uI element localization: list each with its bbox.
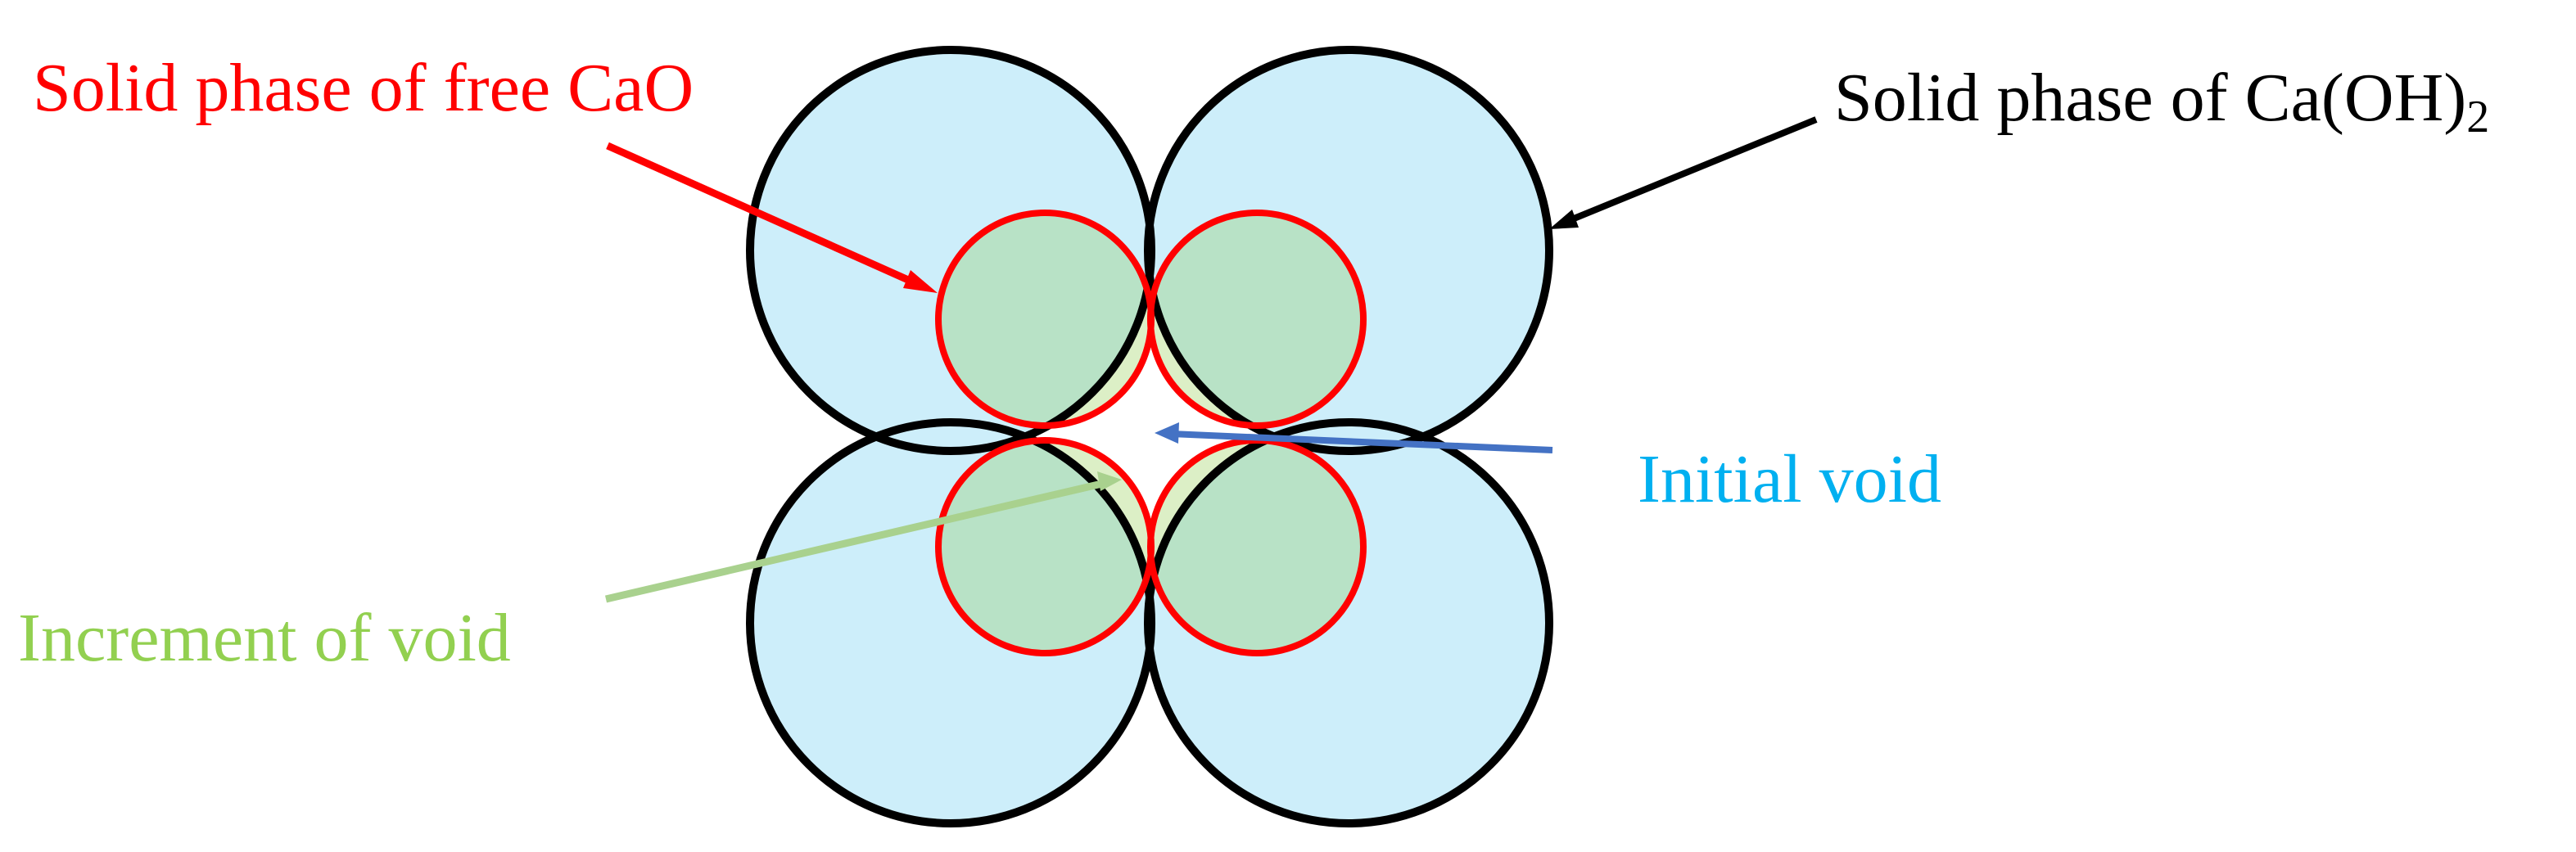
initial-void-arrow bbox=[1170, 431, 1553, 453]
cao-overlap-regions bbox=[938, 213, 1363, 653]
increment-void-arrow bbox=[604, 479, 1107, 603]
increment-void-arrowhead bbox=[1097, 471, 1122, 491]
cao-particle-top-right bbox=[1147, 210, 1367, 429]
caoh2-outlines bbox=[746, 46, 1553, 827]
caoh2-arrowhead bbox=[1549, 210, 1579, 229]
increment-void-label: Increment of void bbox=[18, 600, 511, 676]
caoh2-label: Solid phase of Ca(OH)2 bbox=[1834, 64, 2490, 142]
caoh2-arrow bbox=[1562, 116, 1818, 226]
caoh2-label-subscript: 2 bbox=[2466, 92, 2490, 142]
free-cao-arrow bbox=[606, 142, 924, 291]
free-cao-label: Solid phase of free CaO bbox=[33, 50, 694, 126]
initial-void-arrowhead bbox=[1155, 422, 1179, 444]
free-cao-arrowhead bbox=[903, 270, 938, 293]
initial-void-label: Initial void bbox=[1638, 441, 1941, 517]
caoh2-label-main: Solid phase of Ca(OH) bbox=[1834, 60, 2467, 136]
